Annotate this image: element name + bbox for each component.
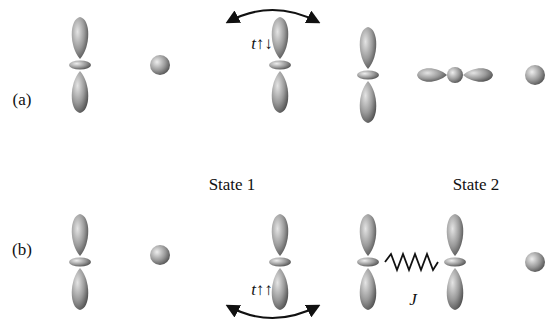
hopping-label: t↑↑	[251, 281, 273, 300]
hopping-label: t↑↓	[251, 35, 273, 54]
panel-label: (b)	[12, 241, 32, 260]
exchange-label: J	[409, 291, 417, 310]
panel-label: (a)	[13, 91, 32, 110]
state-label: State 2	[453, 176, 500, 195]
state-label: State 1	[209, 176, 256, 195]
